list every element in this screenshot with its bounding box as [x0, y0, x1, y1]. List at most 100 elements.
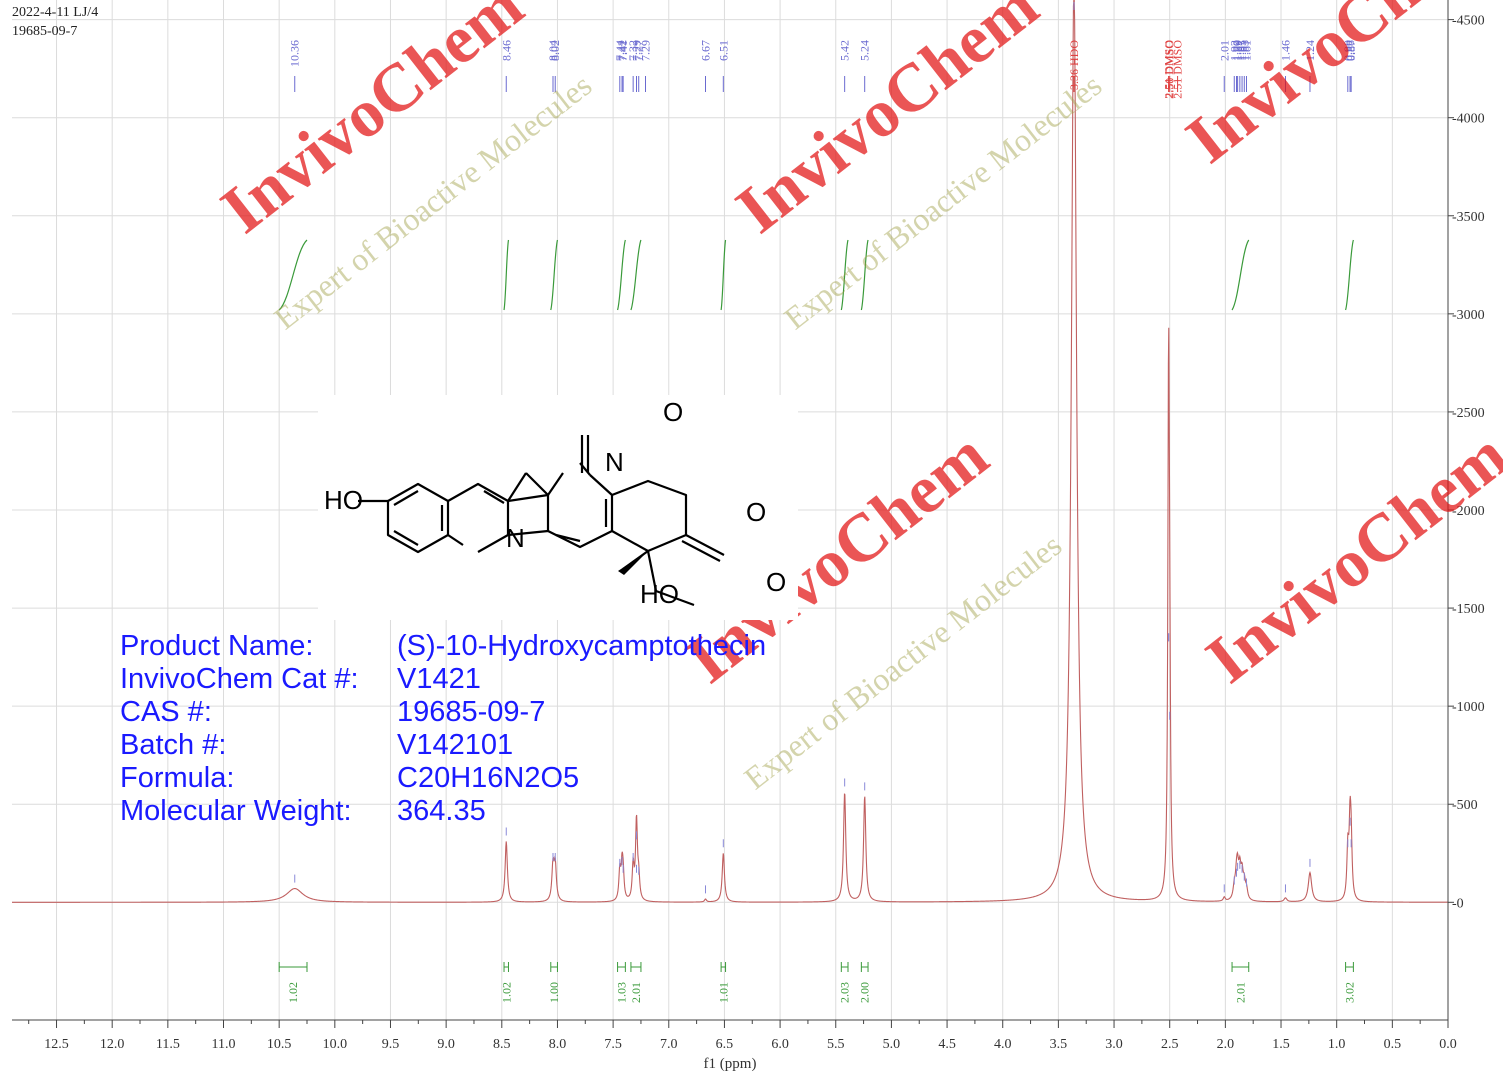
y-tick-label: -4000	[1452, 112, 1485, 127]
x-tick-label: 12.5	[44, 1037, 69, 1052]
header-cas: 19685-09-7	[12, 24, 78, 39]
product-value: C20H16N2O5	[397, 762, 580, 794]
integral-value: 1.02	[499, 982, 513, 1003]
peak-label: 2.51 DMSO	[1162, 40, 1176, 99]
product-value: (S)-10-Hydroxycamptothecin	[397, 630, 767, 662]
integral-curve	[1231, 239, 1250, 311]
x-tick-label: 7.0	[660, 1037, 678, 1052]
peak-label: 8.46	[499, 40, 513, 61]
x-tick-label: 12.0	[100, 1037, 125, 1052]
integral-value: 2.01	[1233, 982, 1247, 1003]
y-tick-label: -2000	[1452, 504, 1485, 519]
peak-label: 7.44	[613, 40, 627, 61]
x-tick-label: 6.5	[716, 1037, 734, 1052]
integral-value: 1.01	[716, 982, 730, 1003]
x-tick-label: 1.5	[1272, 1037, 1290, 1052]
y-tick-label: -500	[1452, 798, 1478, 813]
product-key: Molecular Weight:	[120, 795, 352, 827]
peak-label: 7.32	[626, 40, 640, 61]
x-tick-label: 4.5	[938, 1037, 956, 1052]
x-tick-label: 1.0	[1328, 1037, 1346, 1052]
peak-label: 6.51	[716, 40, 730, 61]
product-key: Batch #:	[120, 729, 227, 761]
peak-label: 2.01	[1217, 40, 1231, 61]
integral-curve	[503, 239, 510, 311]
peak-label: 1.92	[1227, 40, 1241, 61]
x-tick-label: 3.5	[1050, 1037, 1068, 1052]
structure-label: HO	[640, 579, 679, 609]
peak-label: 1.85	[1235, 40, 1249, 61]
product-row: Product Name:(S)-10-Hydroxycamptothecin	[120, 630, 766, 663]
x-tick-label: 2.5	[1161, 1037, 1179, 1052]
product-value: 19685-09-7	[397, 696, 546, 728]
integral-curve	[278, 239, 308, 311]
peak-label: 3.36 HDO	[1067, 40, 1081, 90]
peak-label: 8.04	[546, 40, 560, 61]
peak-label: 1.83	[1237, 40, 1251, 61]
product-key: Formula:	[120, 762, 235, 794]
y-tick-label: -1000	[1452, 700, 1485, 715]
peak-label: 7.27	[632, 40, 646, 61]
x-axis-label: f1 (ppm)	[704, 1056, 757, 1072]
integral-curve	[860, 239, 869, 311]
integral-curve	[630, 239, 642, 311]
x-tick-label: 0.0	[1439, 1037, 1457, 1052]
structure-label: N	[605, 447, 624, 477]
integral-curve	[840, 239, 849, 311]
integral-curve	[550, 239, 559, 311]
y-tick-label: -2500	[1452, 406, 1485, 421]
product-row: Molecular Weight:364.35	[120, 795, 766, 828]
structure-label: O	[766, 567, 786, 597]
peak-label: 0.90	[1341, 40, 1355, 61]
structure-label: N	[506, 523, 525, 553]
peak-label: 1.90	[1229, 40, 1243, 61]
y-tick-label: -0	[1452, 896, 1464, 911]
x-tick-label: 8.0	[549, 1037, 567, 1052]
peak-label: 7.29	[629, 40, 643, 61]
integral-value: 2.03	[838, 982, 852, 1003]
peak-label: 1.87	[1233, 40, 1247, 61]
peak-label: 8.02	[548, 40, 562, 61]
chemical-structure: HO N N O O O HO	[318, 395, 798, 620]
product-row: InvivoChem Cat #:V1421	[120, 663, 766, 696]
x-tick-label: 2.0	[1217, 1037, 1235, 1052]
peak-label: 1.89	[1231, 40, 1245, 61]
product-row: Batch #: V142101	[120, 729, 766, 762]
integral-value: 2.00	[858, 982, 872, 1003]
structure-label: O	[663, 397, 683, 427]
y-tick-label: -3500	[1452, 210, 1485, 225]
y-tick-label: -3000	[1452, 308, 1485, 323]
integral-value: 3.02	[1342, 982, 1356, 1003]
structure-label: HO	[324, 485, 363, 515]
product-value: V142101	[397, 729, 514, 761]
product-value: V1421	[397, 663, 481, 695]
x-tick-label: 5.5	[827, 1037, 845, 1052]
x-tick-label: 0.5	[1384, 1037, 1402, 1052]
header-date: 2022-4-11 LJ/4	[12, 5, 99, 20]
x-tick-label: 3.0	[1105, 1037, 1123, 1052]
x-tick-label: 9.5	[382, 1037, 400, 1052]
x-tick-label: 10.0	[323, 1037, 348, 1052]
integral-curve	[720, 239, 727, 311]
peak-label: 0.87	[1344, 40, 1358, 61]
peak-label: 2.51 DMSO	[1171, 40, 1185, 99]
peak-label: 1.24	[1303, 40, 1317, 61]
peak-label: 1.81	[1240, 40, 1254, 61]
integral-value: 1.02	[286, 982, 300, 1003]
integral-curves	[278, 239, 1354, 311]
product-key: CAS #:	[120, 696, 212, 728]
integral-value: 1.00	[547, 982, 561, 1003]
peak-label: 5.42	[838, 40, 852, 61]
x-tick-label: 8.5	[493, 1037, 511, 1052]
peak-label: 7.41	[616, 40, 630, 61]
x-tick-label: 11.5	[156, 1037, 180, 1052]
peak-label: 2.50 DMSO	[1163, 40, 1177, 99]
integral-value: 2.01	[629, 982, 643, 1003]
integral-curve	[616, 239, 626, 311]
product-info: Product Name:(S)-10-Hydroxycamptothecin …	[120, 630, 766, 828]
peak-label: 6.67	[699, 40, 713, 61]
integral-value: 1.03	[614, 982, 628, 1003]
x-tick-label: 5.0	[883, 1037, 901, 1052]
peak-label: 5.24	[858, 40, 872, 61]
